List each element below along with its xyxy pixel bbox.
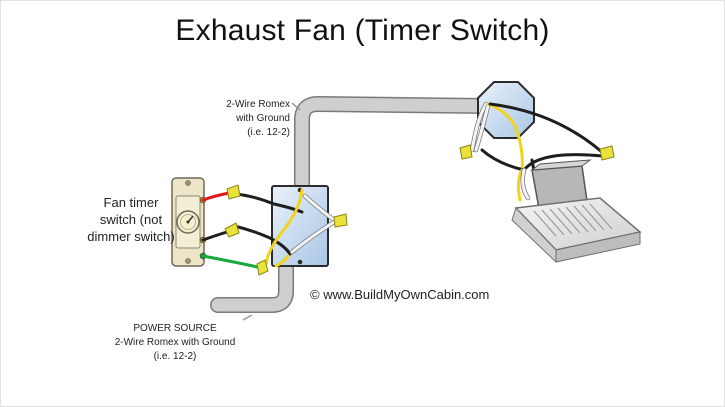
fan-timer-switch-label: Fan timer switch (not dimmer switch) <box>62 194 200 245</box>
exhaust-fan <box>511 159 642 264</box>
fan-timer-label-line-2: switch (not <box>99 212 163 227</box>
power-source-label-line-1: POWER SOURCE <box>133 323 217 334</box>
romex-top-leader <box>291 102 301 111</box>
box-wires <box>264 188 337 268</box>
fan-timer-label-line-1: Fan timer <box>103 195 159 210</box>
power-source-label-line-2: 2-Wire Romex with Ground <box>114 337 236 348</box>
copyright-text: © www.BuildMyOwnCabin.com <box>310 287 490 302</box>
power-source-label-line-3: (i.e. 12-2) <box>153 351 197 362</box>
romex-top-label: 2-Wire Romex with Ground (i.e. 12-2) <box>180 98 290 140</box>
romex-cable-top <box>294 96 494 258</box>
romex-top-label-line-3: (i.e. 12-2) <box>247 127 290 138</box>
diagram-title: Exhaust Fan (Timer Switch) <box>175 14 550 47</box>
power-source-leader <box>242 314 253 321</box>
romex-cable-power <box>210 242 294 313</box>
romex-top-label-line-2: with Ground <box>236 113 290 124</box>
fan-wires <box>469 101 604 202</box>
wire-nuts <box>224 144 615 276</box>
fan-timer-label-line-3: dimmer switch) <box>87 229 175 244</box>
romex-top-label-line-1: 2-Wire Romex <box>226 99 290 110</box>
power-source-label: POWER SOURCE 2-Wire Romex with Ground (i… <box>110 322 240 364</box>
timer-switch <box>171 177 207 267</box>
